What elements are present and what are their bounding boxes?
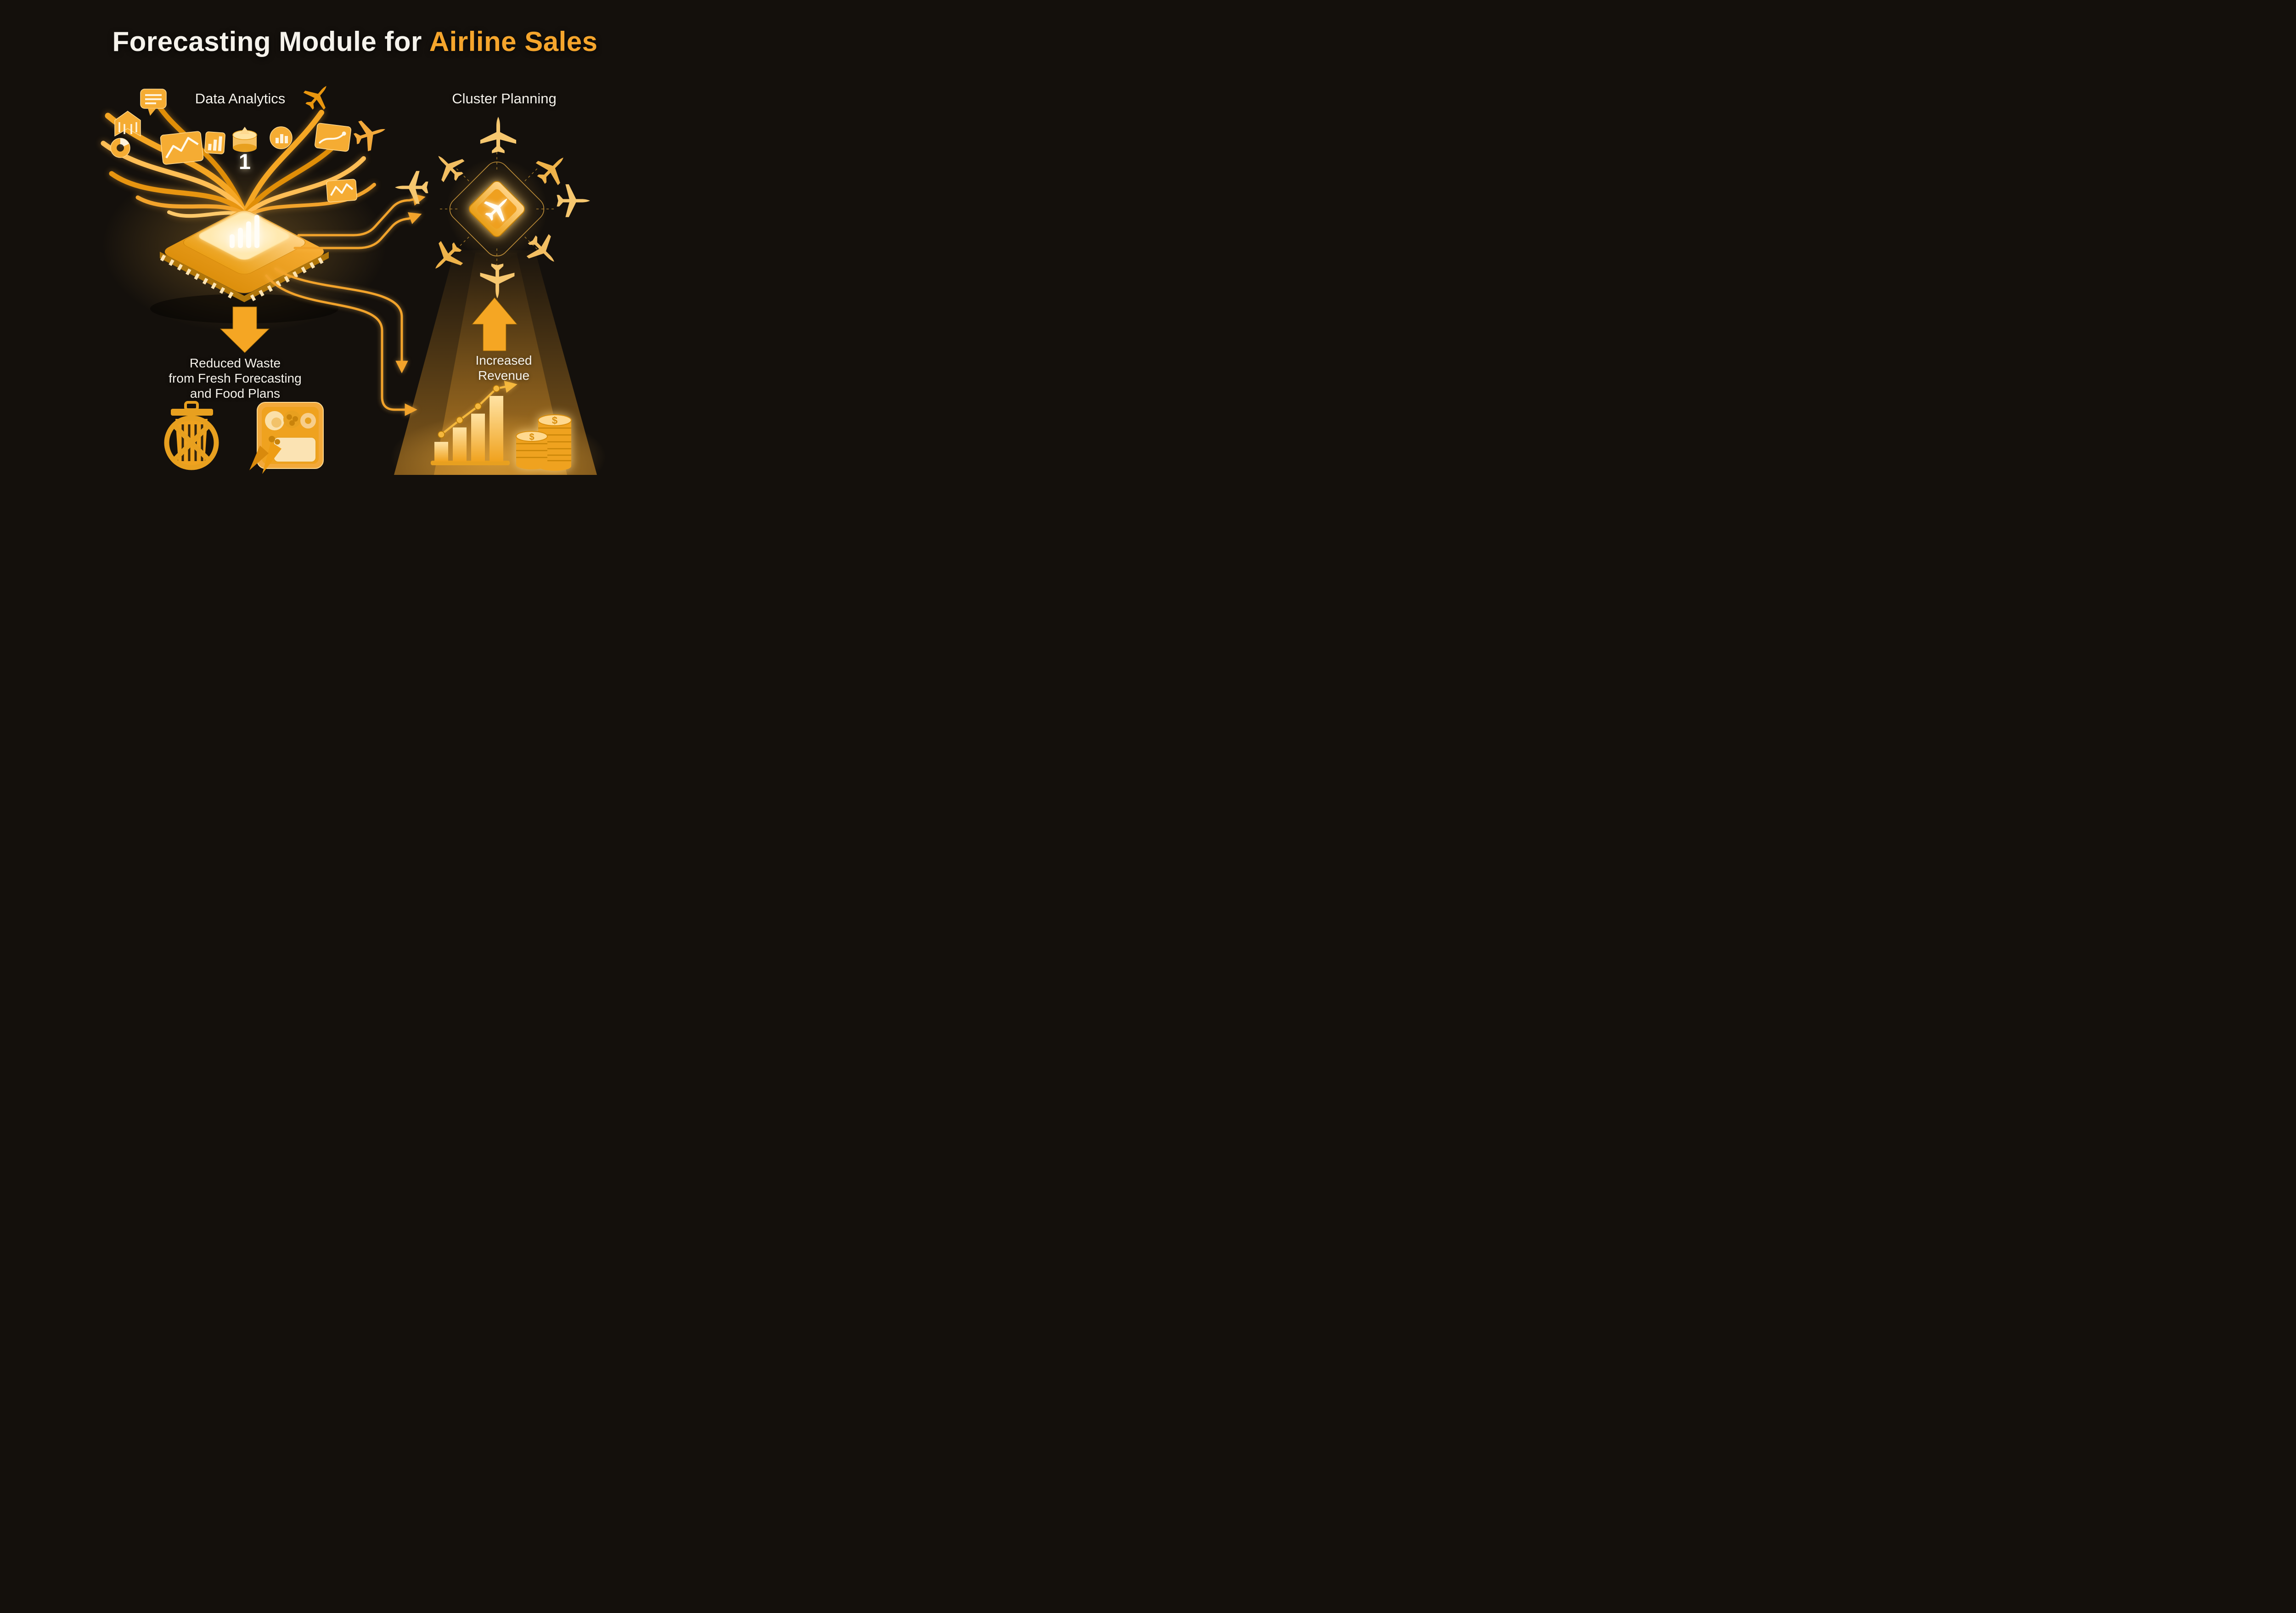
bar-chart-panel-icon bbox=[204, 131, 225, 154]
airplane-icon bbox=[557, 184, 590, 217]
cluster-chip-icon bbox=[468, 180, 525, 237]
reduced-waste-caption: Reduced Waste from Fresh Forecasting and… bbox=[143, 355, 327, 401]
coin-stack-icon: $ $ bbox=[516, 414, 572, 471]
revenue-bar bbox=[434, 442, 448, 462]
database-cylinder-icon bbox=[232, 127, 257, 152]
increased-revenue-caption: Increased Revenue bbox=[435, 353, 573, 383]
section-label-data-analytics: Data Analytics bbox=[195, 90, 286, 107]
revenue-bar bbox=[453, 427, 467, 462]
growth-bar-chart-icon bbox=[431, 380, 518, 465]
connector-to-cluster-2 bbox=[293, 212, 422, 249]
reduced-waste-line2: from Fresh Forecasting bbox=[169, 371, 302, 385]
connector-to-cluster-1 bbox=[297, 193, 426, 237]
meal-tray-icon bbox=[249, 402, 324, 474]
route-panel-icon bbox=[315, 123, 351, 152]
wave-panel-icon bbox=[326, 179, 357, 203]
trend-dot bbox=[474, 402, 482, 410]
connector-to-revenue bbox=[265, 274, 417, 416]
artwork-scene: $ $ bbox=[101, 77, 606, 475]
no-waste-trash-icon bbox=[164, 401, 219, 470]
chip-chart-icon bbox=[230, 215, 259, 248]
cpu-chip-icon bbox=[150, 210, 338, 323]
circle-chart-icon bbox=[270, 126, 293, 149]
trend-dot bbox=[456, 416, 463, 424]
carrot-icon bbox=[249, 436, 281, 474]
flow-connectors bbox=[265, 193, 426, 416]
trend-dot bbox=[438, 431, 445, 438]
airplane-icon bbox=[480, 117, 517, 153]
up-block-arrow-icon bbox=[471, 297, 518, 351]
revenue-bar bbox=[471, 413, 485, 462]
cluster-circuit-outline bbox=[449, 161, 545, 257]
area-chart-panel-icon bbox=[160, 131, 204, 165]
cluster-planning-art bbox=[395, 117, 590, 299]
connector-down bbox=[274, 267, 408, 373]
reduced-waste-line3: and Food Plans bbox=[190, 386, 281, 400]
dollar-icon: $ bbox=[552, 415, 557, 426]
speech-bubble-icon bbox=[140, 89, 167, 116]
stream-step-number: 1 bbox=[238, 149, 251, 174]
title-main: Forecasting Module for bbox=[112, 26, 422, 57]
data-stream-icons bbox=[110, 77, 390, 203]
down-block-arrow-icon bbox=[219, 306, 270, 353]
dollar-icon: $ bbox=[529, 432, 534, 442]
revenue-bar bbox=[490, 396, 503, 462]
increased-revenue-line2: Revenue bbox=[478, 368, 530, 383]
reduced-waste-line1: Reduced Waste bbox=[189, 356, 281, 370]
trend-dot bbox=[493, 385, 500, 392]
title-accent: Airline Sales bbox=[429, 26, 598, 57]
book-icon bbox=[114, 111, 141, 137]
airplane-icon bbox=[350, 114, 390, 154]
donut-chart-icon bbox=[110, 138, 130, 158]
increased-revenue-line1: Increased bbox=[475, 353, 532, 367]
section-label-cluster-planning: Cluster Planning bbox=[452, 90, 557, 107]
